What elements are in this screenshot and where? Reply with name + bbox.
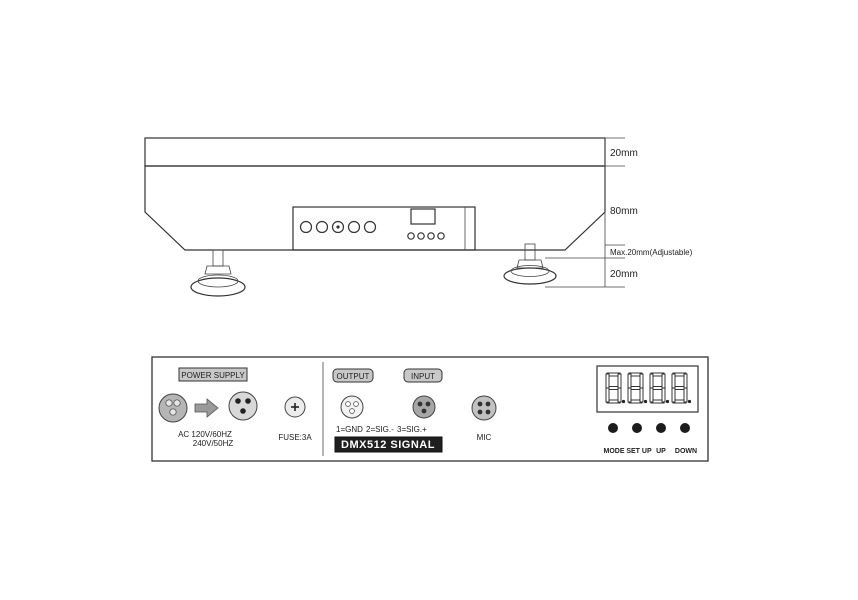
output-label: OUTPUT bbox=[337, 372, 370, 381]
mic-label: MIC bbox=[477, 433, 492, 442]
output-tag bbox=[332, 368, 374, 383]
front-button-icon bbox=[437, 232, 445, 240]
led-segment bbox=[617, 387, 622, 403]
up-button[interactable] bbox=[656, 423, 666, 433]
dimension-lines bbox=[545, 137, 625, 288]
front-knob-icon bbox=[315, 220, 329, 234]
led-segment bbox=[649, 373, 654, 389]
front-knob-icon bbox=[347, 220, 361, 234]
led-segment bbox=[661, 387, 666, 403]
led-digit bbox=[627, 372, 648, 404]
led-segment bbox=[639, 387, 644, 403]
dmx-pin3-label: 3=SIG.+ bbox=[397, 425, 427, 434]
power-rating-line1: AC 120V/60HZ bbox=[178, 430, 232, 439]
setup-button-label: SET UP bbox=[626, 448, 652, 455]
right-foot-icon bbox=[503, 243, 557, 285]
left-foot-icon bbox=[190, 249, 246, 297]
led-segment bbox=[605, 387, 610, 403]
power-rating-line2: 240V/50HZ bbox=[193, 439, 234, 448]
led-decimal-point bbox=[643, 399, 648, 404]
front-knob-icon bbox=[299, 220, 313, 234]
mode-button[interactable] bbox=[608, 423, 618, 433]
led-segment bbox=[649, 387, 654, 403]
input-tag bbox=[403, 368, 443, 383]
led-segment bbox=[605, 373, 610, 389]
led-digit bbox=[671, 372, 692, 404]
fuse-label: FUSE:3A bbox=[278, 433, 312, 442]
up-button-label: UP bbox=[656, 448, 666, 455]
led-segment bbox=[671, 373, 676, 389]
front-knob-icon bbox=[363, 220, 377, 234]
input-label: INPUT bbox=[411, 372, 435, 381]
setup-button[interactable] bbox=[632, 423, 642, 433]
dim-top-label: 20mm bbox=[610, 148, 638, 159]
front-control-panel bbox=[292, 206, 476, 251]
led-segment bbox=[661, 373, 666, 389]
power-inlet-icon bbox=[158, 393, 188, 423]
front-knob-icon bbox=[331, 220, 345, 234]
dmx-signal-text: DMX512 SIGNAL bbox=[341, 439, 435, 451]
led-segment bbox=[683, 373, 688, 389]
led-segment bbox=[639, 373, 644, 389]
power-supply-tag bbox=[178, 367, 248, 382]
led-segment bbox=[671, 387, 676, 403]
led-decimal-point bbox=[665, 399, 670, 404]
top-slab bbox=[144, 137, 606, 167]
dim-adjust-label: Max.20mm(Adjustable) bbox=[610, 248, 693, 257]
dim-foot-label: 20mm bbox=[610, 269, 638, 280]
arrow-right-icon bbox=[194, 398, 219, 418]
led-digit bbox=[605, 372, 626, 404]
dmx-pin2-label: 2=SIG.- bbox=[366, 425, 394, 434]
dim-body-label: 80mm bbox=[610, 206, 638, 217]
mode-button-label: MODE bbox=[604, 448, 625, 455]
dmx-signal-banner bbox=[334, 436, 443, 453]
dmx-pin1-label: 1=GND bbox=[336, 425, 363, 434]
front-button-icon bbox=[417, 232, 425, 240]
power-outlet-icon bbox=[228, 391, 258, 421]
housing-body bbox=[144, 165, 606, 251]
led-digits bbox=[605, 372, 692, 404]
dmx-output-connector-icon bbox=[340, 395, 364, 419]
led-decimal-point bbox=[621, 399, 626, 404]
front-display bbox=[410, 208, 436, 225]
led-segment bbox=[683, 387, 688, 403]
led-digit bbox=[649, 372, 670, 404]
led-segment bbox=[627, 387, 632, 403]
fuse-icon bbox=[284, 396, 306, 418]
down-button[interactable] bbox=[680, 423, 690, 433]
mic-connector-icon bbox=[471, 395, 497, 421]
power-supply-title: POWER SUPPLY bbox=[181, 371, 245, 380]
front-button-icon bbox=[427, 232, 435, 240]
down-button-label: DOWN bbox=[675, 448, 697, 455]
side-view: 20mm 80mm Max.20mm(Adjustable) 20mm bbox=[144, 137, 693, 297]
rear-panel: POWER SUPPLY AC 120V/60HZ 240V/50HZ FUSE… bbox=[151, 356, 709, 462]
led-decimal-point bbox=[687, 399, 692, 404]
led-segment bbox=[617, 373, 622, 389]
dmx-input-connector-icon bbox=[412, 395, 436, 419]
front-button-icon bbox=[407, 232, 415, 240]
led-segment bbox=[627, 373, 632, 389]
